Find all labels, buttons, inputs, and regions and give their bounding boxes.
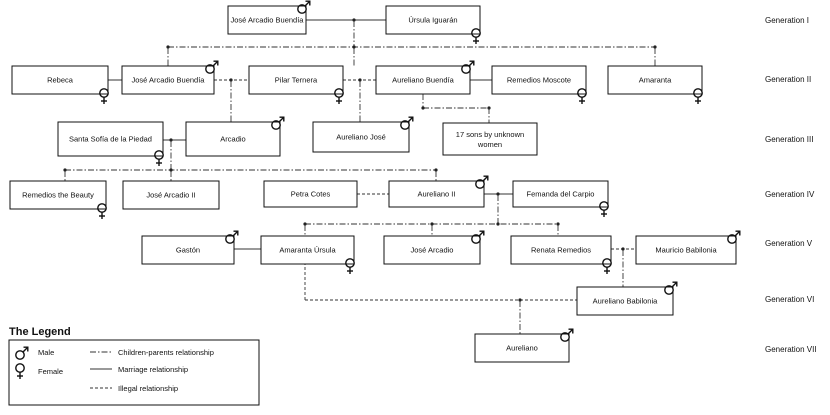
- person-gaston: Gastón: [141, 230, 239, 265]
- person-name: Rebeca: [47, 76, 74, 85]
- person-box: [474, 333, 570, 363]
- person-fernanda: Femanda del Carpio: [512, 180, 609, 218]
- person-name: José Arcadio Buendía: [132, 76, 206, 85]
- person-amaranta-ursula: Amaranta Úrsula: [260, 235, 355, 275]
- person-ursula: Úrsula Iguarán: [385, 5, 481, 45]
- person-box: [635, 235, 737, 265]
- person-name: Amaranta: [639, 76, 672, 85]
- person-name: Aureliano Buendía: [392, 76, 455, 85]
- legend-female-label: Female: [38, 367, 63, 376]
- person-aureliano-ii: Aureliano II: [388, 175, 489, 208]
- person-box: [11, 65, 109, 95]
- person-box: [388, 180, 485, 208]
- generation-label: Generation V: [765, 239, 813, 248]
- person-name: Aureliano Babilonia: [593, 297, 658, 306]
- person-name: Amaranta Úrsula: [279, 246, 336, 255]
- generation-label: Generation VI: [765, 295, 814, 304]
- person-name: Remedios the Beauty: [22, 191, 94, 200]
- person-pilar: Pilar Ternera: [248, 65, 344, 105]
- person-jose-arcadio-buendia: José Arcadio Buendía: [227, 0, 311, 35]
- person-aureliano: Aureliano: [474, 328, 574, 363]
- person-box: [383, 235, 481, 265]
- person-box: [510, 235, 612, 265]
- person-jose-arcadio-v: José Arcadio: [383, 230, 485, 265]
- person-name: Úrsula Iguarán: [408, 16, 457, 25]
- person-arcadio: Arcadio: [185, 116, 285, 157]
- person-box: [122, 180, 220, 210]
- person-box: [375, 65, 471, 95]
- person-name: Renata Remedios: [531, 246, 591, 255]
- person-name: Mauricio Babilonia: [655, 246, 717, 255]
- legend-title: The Legend: [9, 326, 71, 338]
- person-box: [57, 121, 164, 157]
- person-box: [260, 235, 355, 265]
- person-jose-arcadio-2: José Arcadio Buendía: [121, 60, 219, 95]
- person-name: Aureliano: [506, 344, 538, 353]
- person-name: Gastón: [176, 246, 200, 255]
- person-box: [512, 180, 609, 208]
- person-box: [312, 121, 410, 153]
- person-box: [185, 121, 281, 157]
- person-box: [491, 65, 587, 95]
- person-box: [227, 5, 307, 35]
- person-box: [576, 286, 674, 316]
- relationship-lines: [63, 18, 657, 334]
- generation-label: Generation VII: [765, 345, 817, 354]
- generation-label: Generation IV: [765, 190, 815, 199]
- person-petra: Petra Cotes: [263, 180, 358, 208]
- person-mauricio: Mauricio Babilonia: [635, 230, 741, 265]
- generation-label: Generation I: [765, 16, 809, 25]
- person-remedios-moscote: Remedios Moscote: [491, 65, 587, 105]
- person-amaranta: Amaranta: [607, 65, 703, 105]
- person-renata: Renata Remedios: [510, 235, 612, 275]
- person-santa-sofia: Santa Sofía de la Piedad: [57, 121, 164, 167]
- legend-male-label: Male: [38, 348, 54, 357]
- person-box: [141, 235, 235, 265]
- person-box: [9, 180, 107, 210]
- generation-label: Generation III: [765, 135, 813, 144]
- person-name: José Arcadio Buendía: [231, 16, 305, 25]
- legend-marriage-label: Marriage relationship: [118, 365, 188, 374]
- person-boxes: José Arcadio Buendía Úrsula IguaránRebeca…: [9, 0, 741, 363]
- person-name: Aureliano José: [336, 133, 386, 142]
- legend: The Legend Male Female Children-parents …: [8, 326, 260, 406]
- generation-label: Generation II: [765, 75, 811, 84]
- person-box: [385, 5, 481, 35]
- person-name: Pilar Ternera: [275, 76, 318, 85]
- person-aureliano-buendia: Aureliano Buendía: [375, 60, 475, 95]
- person-name: José Arcadio: [411, 246, 454, 255]
- generation-labels: Generation I Generation II Generation III G…: [765, 16, 817, 354]
- person-box: [607, 65, 703, 95]
- person-name: Santa Sofía de la Piedad: [69, 135, 152, 144]
- person-box: [121, 65, 215, 95]
- person-box: [263, 180, 358, 208]
- person-aureliano-babilonia: Aureliano Babilonia: [576, 281, 678, 316]
- person-name: Aureliano II: [418, 190, 456, 199]
- person-box: [248, 65, 344, 95]
- person-name: Arcadio: [220, 135, 245, 144]
- legend-children-label: Children-parents relationship: [118, 348, 214, 357]
- legend-box: [8, 339, 260, 406]
- person-rebeca: Rebeca: [11, 65, 109, 105]
- person-box: [442, 122, 538, 156]
- person-name: Remedios Moscote: [507, 76, 571, 85]
- person-name: José Arcadio II: [146, 191, 195, 200]
- person-name: Petra Cotes: [291, 190, 331, 199]
- person-aureliano-jose: Aureliano José: [312, 116, 414, 153]
- person-remedios-beauty: Remedios the Beauty: [9, 180, 107, 220]
- legend-illegal-label: Illegal relationship: [118, 384, 178, 393]
- person-name: Femanda del Carpio: [527, 190, 595, 199]
- person-jose-arcadio-ii: José Arcadio II: [122, 180, 220, 210]
